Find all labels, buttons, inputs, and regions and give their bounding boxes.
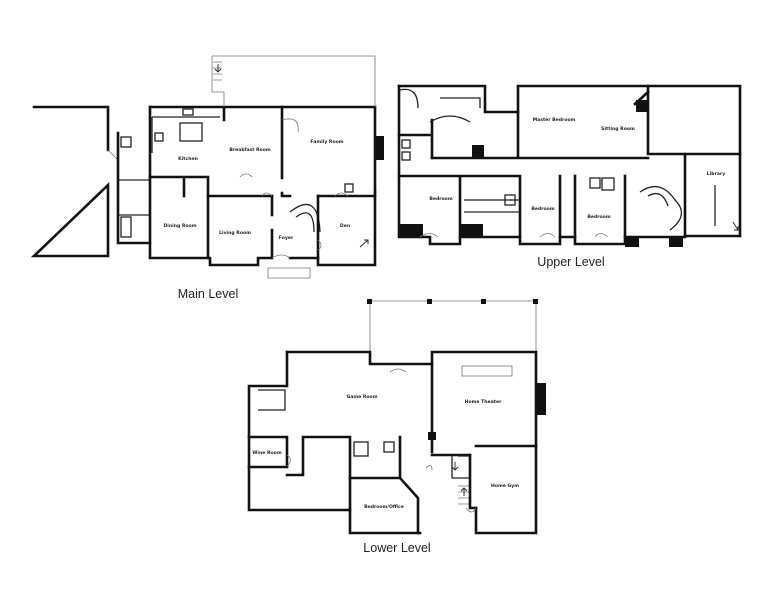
room-label-game-room: Game Room: [346, 394, 377, 400]
upper-level-plan: [397, 84, 742, 247]
upper-level-title: Upper Level: [537, 255, 604, 269]
room-label-living-room: Living Room: [219, 230, 251, 236]
room-label-master-bedroom: Master Bedroom: [533, 117, 576, 123]
main-level-plan: [30, 55, 384, 279]
room-label-bedroom-3: Bedroom: [587, 214, 610, 220]
room-label-dining-room: Dining Room: [163, 223, 196, 229]
room-label-foyer: Foyer: [279, 235, 294, 241]
room-label-sitting-room: Sitting Room: [601, 126, 635, 132]
main-level-title: Main Level: [178, 287, 238, 301]
room-label-family-room: Family Room: [310, 139, 343, 145]
room-label-home-gym: Home Gym: [491, 483, 519, 489]
room-label-bedroom-1: Bedroom: [429, 196, 452, 202]
room-label-library: Library: [707, 171, 725, 177]
room-label-den: Den: [340, 223, 350, 229]
room-label-bedroom-2: Bedroom: [531, 206, 554, 212]
room-label-bedroom-office: Bedroom/Office: [364, 504, 404, 510]
lower-level-plan: [247, 299, 546, 535]
lower-level-title: Lower Level: [363, 541, 430, 555]
room-label-home-theater: Home Theater: [465, 399, 502, 405]
room-label-kitchen: Kitchen: [178, 156, 198, 162]
room-label-breakfast-room: Breakfast Room: [229, 147, 271, 153]
room-label-wine-room: Wine Room: [252, 450, 281, 456]
